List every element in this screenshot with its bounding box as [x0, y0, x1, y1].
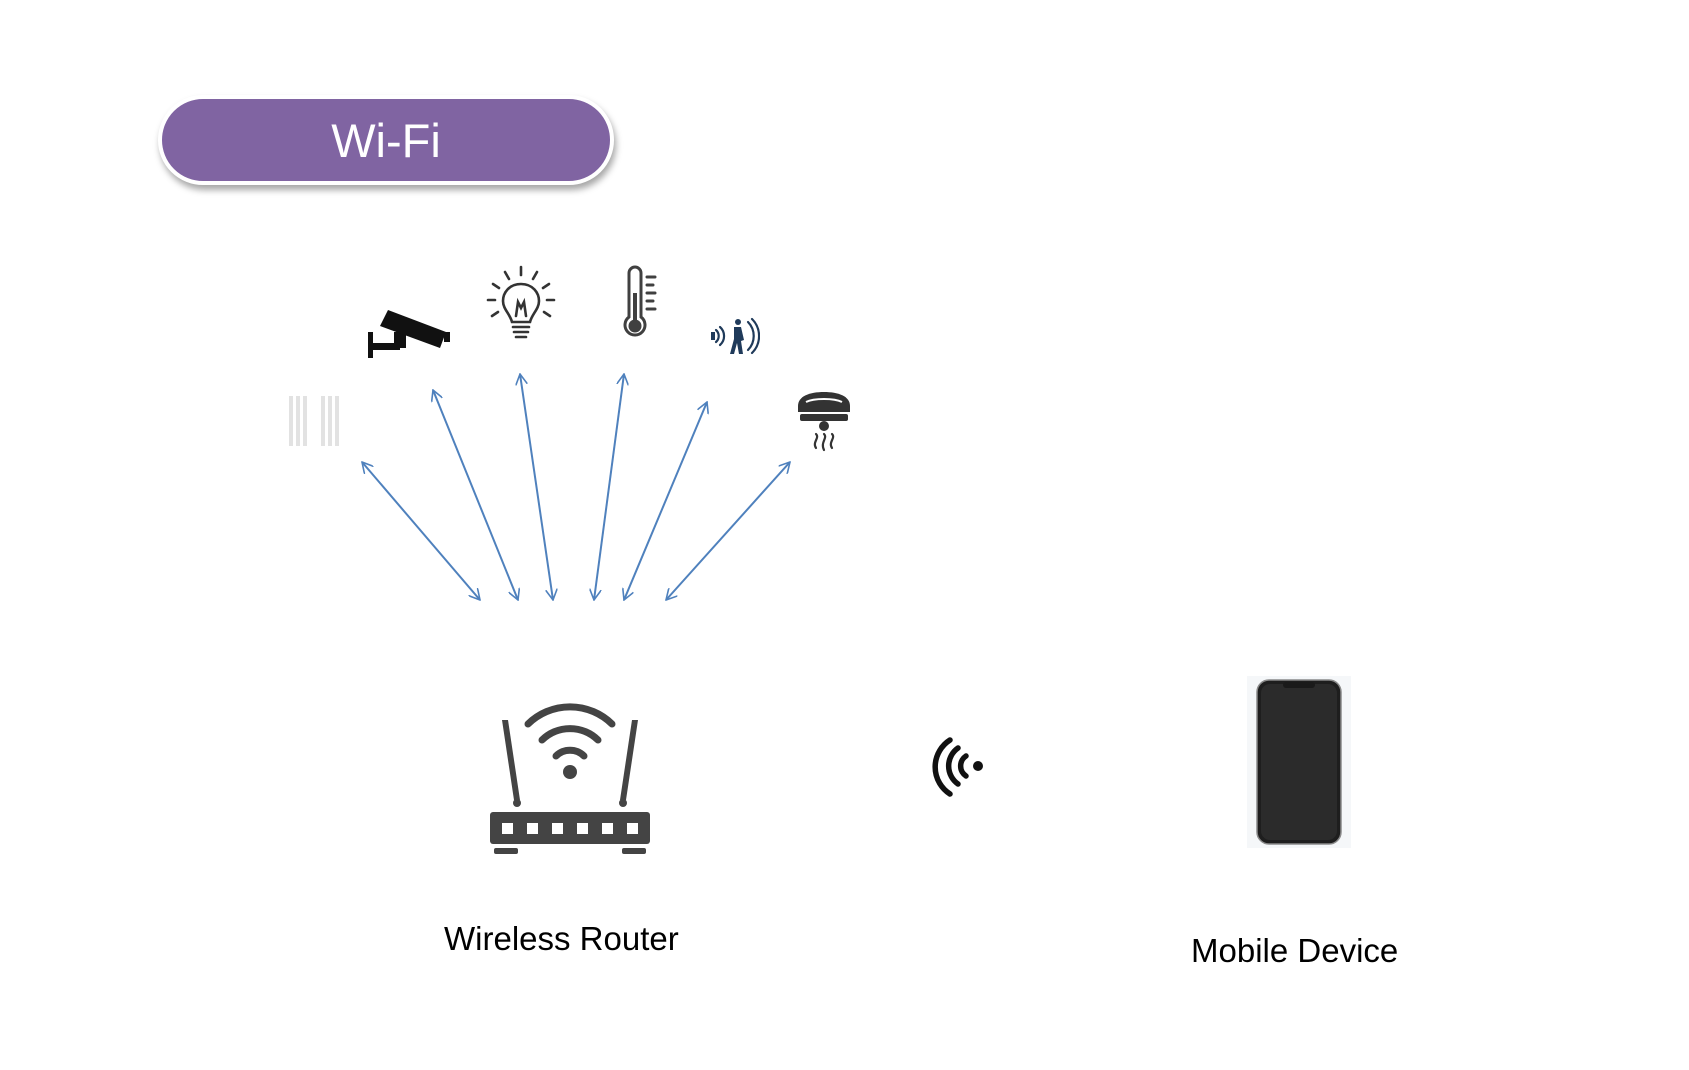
arrow-security-camera — [433, 390, 518, 600]
arrow-motion-sensor — [624, 402, 707, 600]
motion-sensor-icon — [711, 317, 760, 355]
arrow-light-bulb — [520, 374, 553, 600]
arrow-smoke-detector — [666, 462, 790, 600]
router-label: Wireless Router — [444, 920, 679, 957]
mobile-phone-icon — [1247, 676, 1351, 848]
title-text: Wi-Fi — [331, 113, 441, 167]
thermometer-icon — [623, 265, 657, 337]
title-badge: Wi-Fi — [158, 95, 614, 185]
security-camera-icon — [368, 310, 450, 358]
arrow-thermometer — [594, 374, 624, 600]
wireless-signal-icon — [932, 737, 983, 797]
mobile-device-label: Mobile Device — [1191, 932, 1399, 969]
smoke-detector-icon — [798, 392, 850, 452]
light-bulb-icon — [486, 265, 556, 339]
router-icon — [490, 703, 650, 854]
arrow-window-sensor — [362, 462, 480, 600]
window-sensor-icon — [289, 396, 339, 446]
